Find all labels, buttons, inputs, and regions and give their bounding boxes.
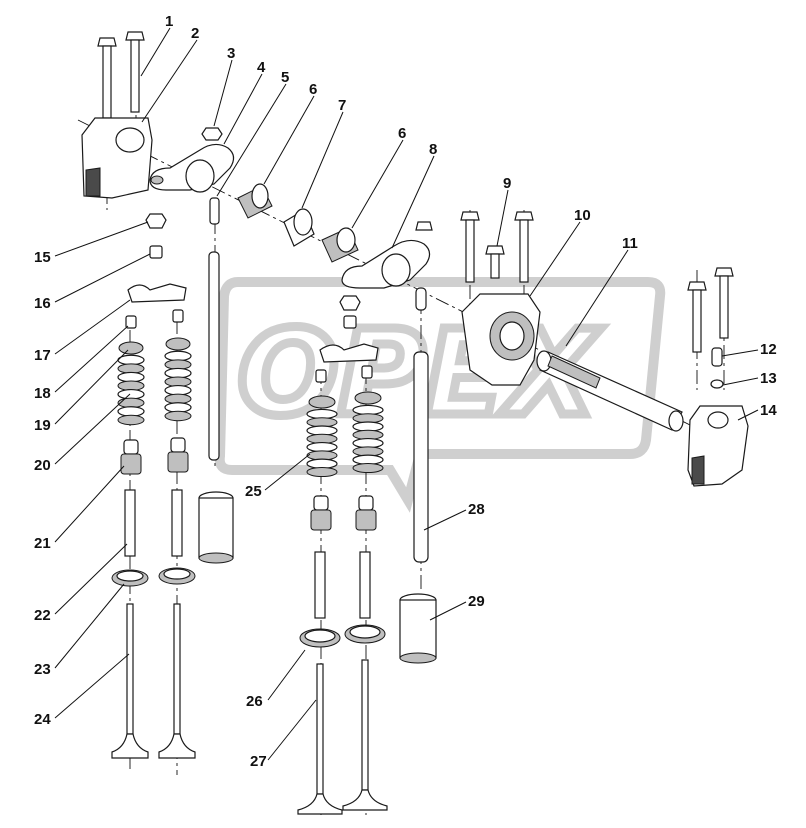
valve-cap-left — [149, 245, 163, 259]
valve-guide-4 — [359, 551, 371, 619]
callout-6b: 6 — [398, 125, 406, 142]
valve-seat-insert-1 — [111, 569, 149, 587]
support-bolt-mid-a — [460, 211, 480, 283]
valve-intake-1 — [111, 603, 149, 759]
callout-25: 25 — [245, 483, 262, 500]
valve-bridge-left — [127, 283, 187, 303]
rocker-shaft-bushing-b — [321, 227, 359, 263]
adjusting-nut-top — [201, 127, 223, 141]
support-bolt-left-b — [125, 31, 145, 113]
callout-15: 15 — [34, 249, 51, 266]
valve-cap-right — [343, 315, 357, 329]
leader-lines — [54, 27, 759, 761]
support-bolt-right-a — [687, 281, 707, 353]
locating-pin — [711, 347, 723, 367]
support-bolt-mid-c — [514, 211, 534, 283]
support-bolt-mid-b — [485, 245, 505, 279]
callout-22: 22 — [34, 607, 51, 624]
valve-seat-insert-3 — [299, 628, 341, 648]
valve-lock-4 — [361, 365, 373, 379]
rocker-support-left — [81, 117, 153, 199]
spring-retainer-3 — [308, 395, 336, 409]
callout-9: 9 — [503, 175, 511, 192]
callout-23: 23 — [34, 661, 51, 678]
callout-7: 7 — [338, 97, 346, 114]
callout-26: 26 — [246, 693, 263, 710]
adjusting-screw-left — [209, 197, 220, 225]
callout-13: 13 — [760, 370, 777, 387]
callout-21: 21 — [34, 535, 51, 552]
valve-spring-3 — [306, 408, 338, 478]
callout-29: 29 — [468, 593, 485, 610]
support-bolt-left-a — [97, 37, 117, 119]
callout-1: 1 — [165, 13, 173, 30]
valve-exhaust-2 — [342, 659, 388, 811]
rocker-shaft — [536, 350, 684, 432]
valve-lock-1 — [125, 315, 137, 329]
callout-20: 20 — [34, 457, 51, 474]
washer-small — [710, 379, 724, 389]
callout-5: 5 — [281, 69, 289, 86]
rocker-arm-right — [341, 221, 433, 289]
valve-bridge-right — [319, 343, 379, 363]
callout-2: 2 — [191, 25, 199, 42]
adjusting-nut-left — [145, 213, 167, 229]
valve-spring-1 — [117, 354, 145, 426]
callout-24: 24 — [34, 711, 51, 728]
valve-stem-seal-4 — [355, 495, 377, 531]
valve-stem-seal-3 — [310, 495, 332, 531]
callout-27: 27 — [250, 753, 267, 770]
valve-exhaust-1 — [158, 603, 196, 759]
valve-seat-insert-2 — [158, 567, 196, 585]
rocker-support-middle — [461, 293, 541, 386]
spring-retainer-2 — [165, 337, 191, 351]
rocker-shaft-spacer — [283, 208, 315, 247]
callout-16: 16 — [34, 295, 51, 312]
valve-lock-3 — [315, 369, 327, 383]
valve-lock-2 — [172, 309, 184, 323]
tappet-right — [399, 593, 437, 664]
callout-17: 17 — [34, 347, 51, 364]
valve-guide-1 — [124, 489, 136, 557]
callout-10: 10 — [574, 207, 591, 224]
spring-retainer-1 — [118, 341, 144, 355]
callout-labels: 1 2 3 4 5 6 7 6 8 9 10 11 12 13 14 15 16… — [34, 13, 777, 770]
adjusting-nut-right — [339, 295, 361, 311]
callout-12: 12 — [760, 341, 777, 358]
valve-stem-seal-1 — [120, 439, 142, 475]
valve-spring-4 — [352, 404, 384, 474]
valve-guide-2 — [171, 489, 183, 557]
valve-spring-2 — [164, 350, 192, 422]
valve-stem-seal-2 — [167, 437, 189, 473]
callout-3: 3 — [227, 45, 235, 62]
rocker-support-right — [687, 405, 749, 487]
valve-seat-insert-4 — [344, 624, 386, 644]
callout-8: 8 — [429, 141, 437, 158]
callout-14: 14 — [760, 402, 777, 419]
push-rod-left — [208, 251, 220, 461]
rocker-shaft-bushing-a — [237, 183, 273, 219]
callout-11: 11 — [622, 235, 638, 252]
valve-intake-2 — [297, 663, 343, 815]
spring-retainer-4 — [354, 391, 382, 405]
callout-6a: 6 — [309, 81, 317, 98]
tappet-left — [198, 491, 234, 564]
support-bolt-right-b — [714, 267, 734, 339]
callout-4: 4 — [257, 59, 266, 76]
push-rod-right — [413, 287, 429, 563]
callout-28: 28 — [468, 501, 485, 518]
valve-guide-3 — [314, 551, 326, 619]
callout-18: 18 — [34, 385, 51, 402]
callout-19: 19 — [34, 417, 51, 434]
rocker-arm-left — [149, 143, 235, 193]
